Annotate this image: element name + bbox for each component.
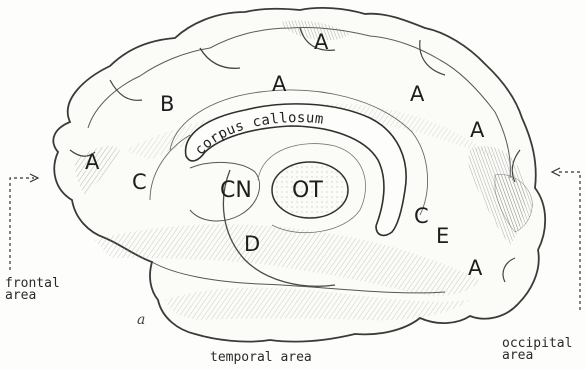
- frontal-area-line2: area: [5, 290, 60, 302]
- label-a-top: A: [314, 32, 328, 53]
- occipital-area-line2: area: [502, 350, 572, 362]
- frontal-area-label: frontal area: [5, 278, 60, 302]
- label-d: D: [244, 234, 260, 255]
- corpus-callosum-label: corpus callosum: [192, 110, 325, 158]
- label-e: E: [436, 226, 449, 247]
- label-c-right: C: [414, 206, 429, 227]
- label-a-frontal: A: [85, 152, 99, 173]
- label-ot: OT: [292, 180, 323, 202]
- temporal-area-label: temporal area: [210, 352, 312, 364]
- figure-mark-a: a: [137, 312, 145, 328]
- label-a-upper-right: A: [410, 84, 424, 105]
- label-a-right: A: [470, 120, 484, 141]
- label-cn: CN: [220, 180, 252, 202]
- label-a-upper-center: A: [272, 74, 286, 95]
- temporal-area-text: temporal area: [210, 352, 312, 364]
- label-b: B: [160, 94, 174, 115]
- label-a-lower-right: A: [468, 258, 482, 279]
- label-c-left: C: [132, 172, 147, 193]
- occipital-area-label: occipital area: [502, 338, 572, 362]
